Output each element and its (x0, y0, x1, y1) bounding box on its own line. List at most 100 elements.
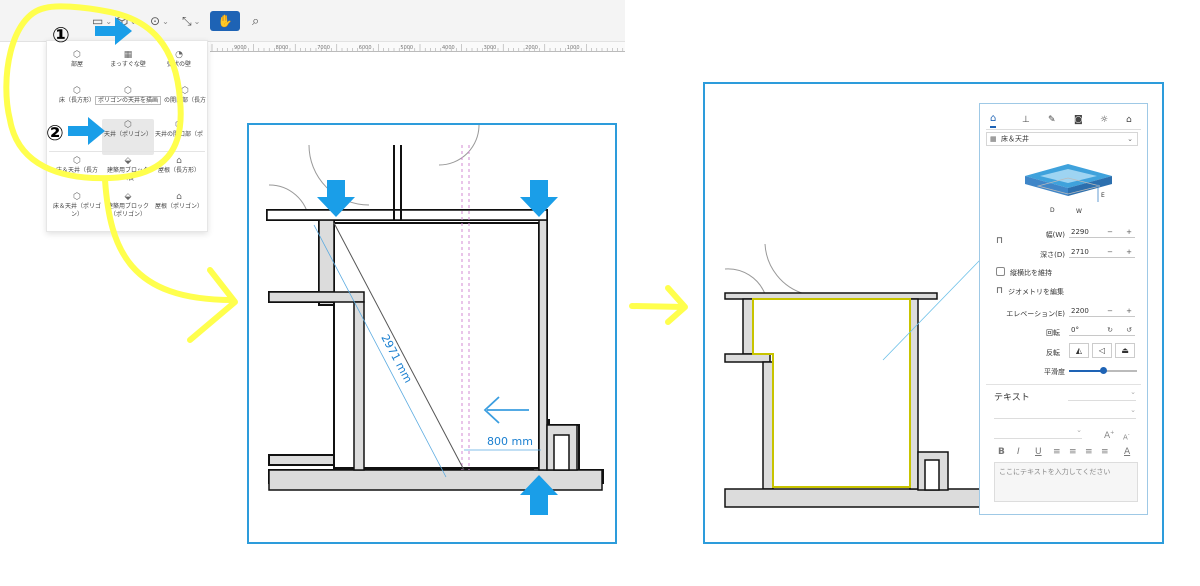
menu-item-curved-wall[interactable]: ◔弧状の壁 (153, 49, 205, 85)
draw-line (333, 222, 465, 471)
floor-ceiling-rect-icon: ⬡ (73, 156, 81, 166)
increment-icon[interactable]: + (1126, 248, 1132, 256)
arrow-down-icon (317, 180, 355, 217)
align-justify-icon[interactable]: ≡ (1101, 447, 1109, 457)
elevation-label: エレベーション(E) (1006, 310, 1065, 318)
left-wall (742, 298, 754, 355)
font-color-button[interactable]: A (1124, 447, 1131, 457)
flip-depth-button[interactable]: ⏏ (1115, 343, 1135, 358)
elevation-field[interactable]: 2200 − + (1069, 305, 1135, 317)
italic-button[interactable]: I (1017, 447, 1020, 457)
search-icon[interactable]: ⌕ (252, 13, 260, 29)
font-grow-button[interactable]: A+ (1104, 430, 1115, 441)
lock-open-icon[interactable]: ⊓ (996, 236, 1004, 246)
arrow-down-icon (520, 180, 558, 217)
menu-item-floor-rect[interactable]: ⬡床（長方形） (51, 85, 103, 121)
menu-item-opening-rect[interactable]: ⬡の開口部（長方 (159, 85, 211, 121)
menu-divider (49, 151, 205, 152)
tab-camera[interactable]: ◙ (1074, 114, 1083, 126)
category-value: 床＆天井 (1001, 135, 1029, 143)
tab-light[interactable]: ☼ (1100, 114, 1108, 126)
category-dropdown[interactable]: ▦ 床＆天井 ⌄ (986, 132, 1138, 146)
pointer-line (882, 259, 981, 361)
smoothness-slider[interactable] (1069, 367, 1137, 374)
text-placeholder: ここにテキストを入力してください (999, 468, 1111, 476)
text-style-dropdown[interactable]: ⌄ (1068, 388, 1136, 401)
font-shrink-button[interactable]: A- (1123, 432, 1130, 442)
object-tool-button[interactable]: ⊙⌄ (150, 14, 169, 28)
camera-icon: ◙ (1074, 115, 1083, 125)
step1-label: ① (52, 23, 70, 47)
decrement-icon[interactable]: − (1107, 228, 1113, 236)
rotate-cw-icon[interactable]: ↻ (1107, 326, 1113, 334)
wall-tool-button[interactable]: ▭⌄ (92, 14, 113, 28)
bottom-wall (268, 469, 603, 491)
align-right-icon[interactable]: ≡ (1085, 447, 1093, 457)
menu-item-block-poly[interactable]: ⬙建築用ブロック（ポリゴン） (102, 191, 154, 227)
font-family-dropdown[interactable]: ⌄ (994, 406, 1136, 419)
ceiling-polygon-icon: ⬡ (124, 120, 132, 130)
direction-arrow-icon (483, 396, 529, 424)
underline-button[interactable]: U (1035, 447, 1042, 457)
increment-icon[interactable]: + (1126, 307, 1132, 315)
decrement-icon[interactable]: − (1107, 248, 1113, 256)
dimension-line-diagonal (313, 224, 447, 478)
ceiling-polygon[interactable] (752, 298, 911, 488)
decrement-icon[interactable]: − (1107, 307, 1113, 315)
width-field[interactable]: 2290 − + (1069, 226, 1135, 238)
menu-item-polygon-ceiling[interactable]: ⬡ポリゴンの天井を描画 (93, 85, 163, 121)
font-size-dropdown[interactable]: ⌄ (994, 426, 1082, 439)
align-center-icon[interactable]: ≡ (1069, 447, 1077, 457)
chevron-down-icon: ⌄ (1127, 135, 1133, 143)
tab-pen[interactable]: ✎ (1048, 114, 1056, 126)
right-box-inner (553, 434, 570, 471)
lock-open-icon[interactable]: ⊓ (996, 286, 1004, 296)
tab-house[interactable]: ⌂ (1126, 114, 1132, 126)
floor-plan-icon: ⌂ (990, 113, 997, 124)
straight-wall-icon: ▦ (123, 50, 133, 60)
smoothness-fill (1069, 370, 1103, 372)
pen-icon: ✎ (1048, 115, 1056, 125)
menu-item-roof-poly[interactable]: ⌂屋根（ポリゴン） (154, 192, 203, 210)
tab-properties[interactable]: ⌂ (990, 113, 997, 128)
annotation-overlay: ① ② (3, 3, 688, 343)
left-step-wall (268, 291, 365, 303)
depth-field[interactable]: 2710 − + (1069, 246, 1135, 258)
menu-item-floor-ceiling-rect[interactable]: ⬡床＆天井（長方 (51, 155, 103, 191)
curved-wall-icon: ◔ (175, 50, 183, 60)
menu-item-room[interactable]: ⬡部屋 (51, 49, 103, 85)
text-input-area[interactable]: ここにテキストを入力してください (994, 462, 1138, 502)
align-left-icon[interactable]: ≡ (1053, 447, 1061, 457)
flip-horizontal-button[interactable]: ◭ (1069, 343, 1089, 358)
smoothness-handle[interactable] (1099, 367, 1107, 374)
flip-vertical-button[interactable]: ◁ (1092, 343, 1112, 358)
dimension-tool-button[interactable]: ⤡⌄ (182, 13, 201, 28)
result-drawing (724, 243, 981, 508)
diagram-e-label: E (1101, 192, 1105, 199)
arrow-right-icon (187, 267, 238, 343)
menu-item-straight-wall[interactable]: ▦まっすぐな壁 (102, 49, 154, 85)
house-icon: ⌂ (1126, 115, 1132, 125)
tab-stamp[interactable]: ⊥ (1022, 114, 1030, 126)
rotation-label: 回転 (1046, 329, 1060, 337)
left-lower-wall (762, 361, 774, 490)
rotate-ccw-icon[interactable]: ↺ (1126, 326, 1132, 334)
hand-tool-button[interactable]: ✋ (210, 11, 240, 31)
arrow-right-shaft (629, 303, 687, 310)
door-arc (438, 124, 480, 166)
ruler-tick-label: 8000 (276, 45, 289, 51)
bold-button[interactable]: B (998, 447, 1005, 457)
flip-horizontal-icon: ◭ (1075, 346, 1083, 355)
menu-item-floor-ceiling-poly[interactable]: ⬡床＆天井（ポリゴン） (52, 192, 101, 218)
floor-ceiling-preview: E D W (1025, 164, 1112, 215)
increment-icon[interactable]: + (1126, 228, 1132, 236)
ruler-tick-label: 2000 (525, 45, 538, 51)
edit-geometry-label[interactable]: ジオメトリを編集 (1008, 288, 1064, 296)
menu-item-roof-rect[interactable]: ⌂屋根（長方形） (153, 155, 205, 191)
room-area (333, 222, 540, 469)
chevron-down-icon: ⌄ (1130, 388, 1136, 396)
pointer-arrow-icon (68, 117, 105, 145)
keep-ratio-checkbox[interactable] (996, 267, 1005, 276)
rotation-field[interactable]: 0° ↻ ↺ (1069, 324, 1135, 336)
menu-item-ceiling-polygon[interactable]: ⬡天井（ポリゴン） (102, 119, 154, 155)
